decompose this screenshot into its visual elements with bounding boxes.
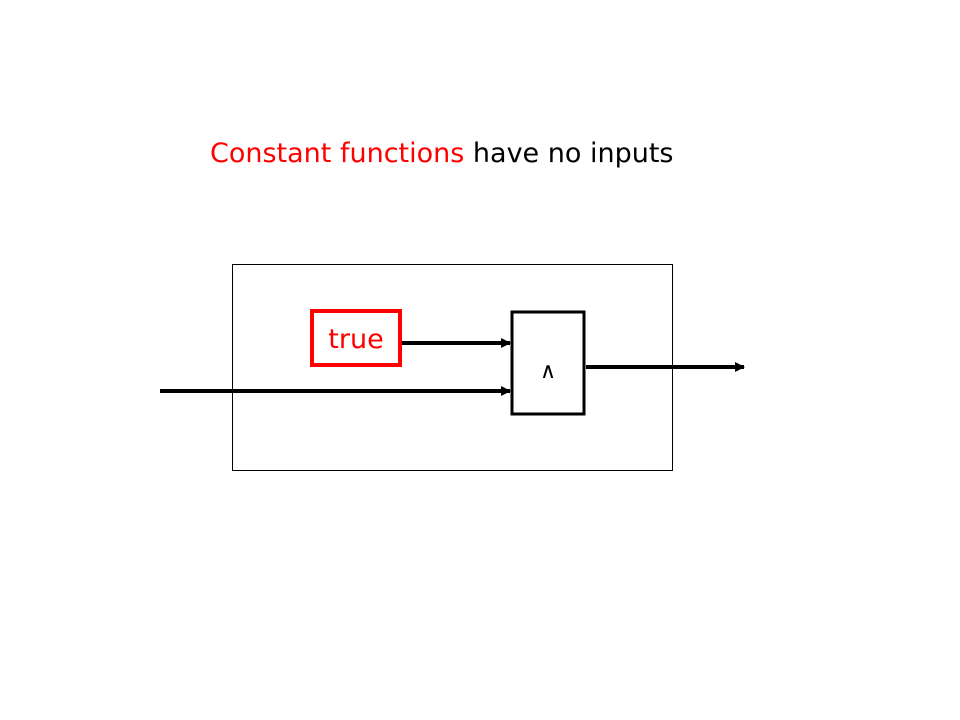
title-highlight: Constant functions	[210, 138, 465, 169]
slide-title: Constant functions have no inputs	[210, 134, 673, 174]
title-rest: have no inputs	[464, 138, 674, 169]
constant-label: true	[328, 324, 383, 355]
and-gate-symbol: ∧	[540, 359, 556, 384]
constant-function-box	[310, 309, 402, 367]
and-gate-box	[510, 310, 586, 416]
